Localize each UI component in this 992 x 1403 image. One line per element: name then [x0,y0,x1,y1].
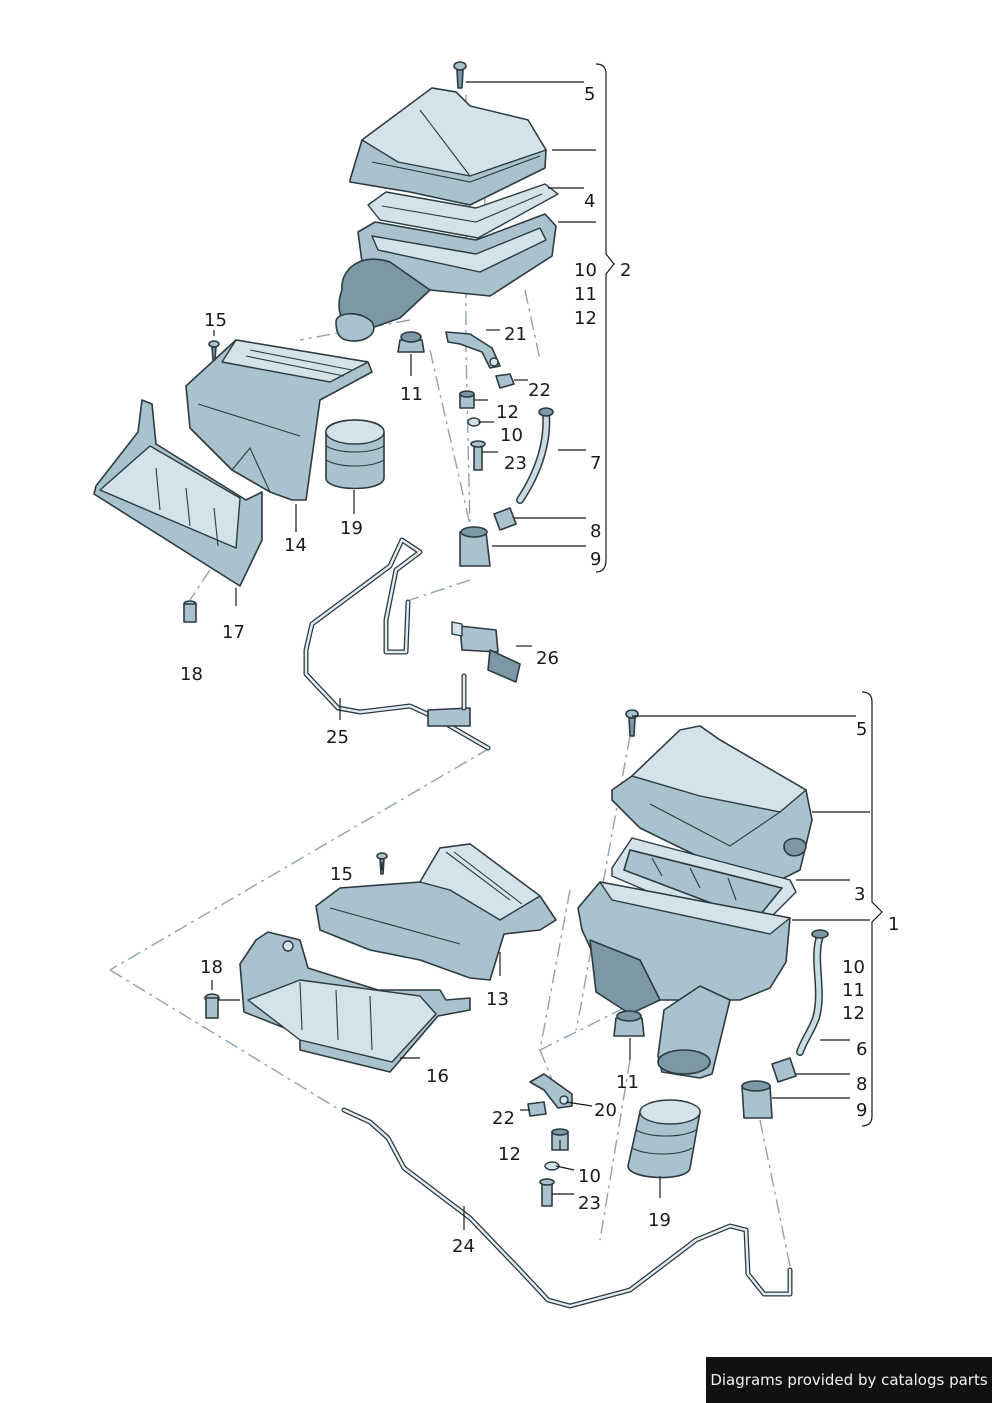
top-airbox-housing [335,213,557,342]
callout-10-bottom-washer: 10 [578,1166,601,1187]
top-fasteners [459,390,486,471]
top-deflector-17 [93,399,263,587]
top-screw-18 [183,600,197,623]
bottom-bracket-1 [861,691,883,1127]
callout-8-bottom: 8 [856,1074,867,1095]
callout-16: 16 [426,1066,449,1087]
bottom-nut-22 [527,1101,547,1117]
callout-11-top-grommet: 11 [400,384,423,405]
watermark-text: Diagrams provided by catalogs parts [710,1371,988,1389]
top-bracket-21 [445,331,501,369]
callout-9-bottom: 9 [856,1100,867,1121]
bottom-airbox-cover [611,725,813,881]
callout-10-top: 10 [574,260,597,281]
callout-12-bottom: 12 [842,1003,865,1024]
bottom-leader-lines [211,715,870,1230]
bottom-seal-9 [741,1080,773,1119]
top-duct-14 [185,339,373,501]
callout-18-top: 18 [180,664,203,685]
bottom-callouts: 5 3 1 15 13 18 16 10 11 12 6 11 8 9 22 2… [200,719,899,1257]
callout-3: 3 [854,884,865,905]
callout-5-top: 5 [584,84,595,105]
top-gasket-4 [367,183,559,239]
top-nut-22 [495,373,515,389]
callout-23-top: 23 [504,453,527,474]
bottom-grommet-11 [613,1010,645,1037]
callout-15-top: 15 [204,310,227,331]
callout-2: 2 [620,260,631,281]
callout-26: 26 [536,648,559,669]
callout-22-top: 22 [528,380,551,401]
bottom-fasteners [539,1128,569,1207]
callout-23-bottom: 23 [578,1193,601,1214]
callout-21: 21 [504,324,527,345]
callout-18-bottom: 18 [200,957,223,978]
bottom-clamp-8 [771,1057,797,1083]
top-seal-9 [459,526,491,567]
callout-17: 17 [222,622,245,643]
callout-7: 7 [590,453,601,474]
top-vent-line-25 [303,537,491,751]
callout-19-top: 19 [340,518,363,539]
bottom-sleeve-19 [627,1099,701,1179]
top-leader-lines [213,81,596,720]
top-grommet-11 [397,331,425,353]
top-callouts: 5 4 10 2 11 12 15 21 11 22 12 10 23 7 14… [180,84,631,748]
callout-11-bottom: 11 [842,980,865,1001]
bottom-airbox-housing [577,881,791,1079]
callout-20: 20 [594,1100,617,1121]
top-sleeve-19 [325,419,385,490]
top-hose-7 [516,407,554,504]
callout-22-bottom: 22 [492,1108,515,1129]
callout-8-top: 8 [590,521,601,542]
top-assembly [93,61,615,971]
callout-10-bottom: 10 [842,957,865,978]
top-bracket-2 [595,63,615,573]
callout-12-top: 12 [574,308,597,329]
bottom-screw-5 [625,709,639,737]
callout-24: 24 [452,1236,475,1257]
top-airbox-cover [349,87,547,206]
callout-10-top-washer: 10 [500,425,523,446]
callout-15-bottom: 15 [330,864,353,885]
bottom-screw-18 [204,993,220,1019]
callout-11-top: 11 [574,284,597,305]
callout-13: 13 [486,989,509,1010]
callout-4-top: 4 [584,191,595,212]
watermark-banner: Diagrams provided by catalogs parts [706,1357,992,1403]
callout-6: 6 [856,1039,867,1060]
callout-11-bottom-grommet: 11 [616,1072,639,1093]
top-clamp-8 [493,507,517,531]
bottom-duct-13 [315,843,557,981]
top-screw-5 [453,61,467,89]
top-valve-26 [451,621,521,683]
callout-19-bottom: 19 [648,1210,671,1231]
callout-5-bottom: 5 [856,719,867,740]
bottom-deflector-16 [239,931,471,1073]
callout-25: 25 [326,727,349,748]
bottom-hose-6 [796,929,829,1056]
callout-1: 1 [888,914,899,935]
callout-9-top: 9 [590,549,601,570]
callout-12-bottom-bushing: 12 [498,1144,521,1165]
bottom-assembly [109,691,883,1309]
top-screw-15 [208,340,220,361]
bottom-vent-line-24 [341,1107,793,1309]
callout-14: 14 [284,535,307,556]
callout-12-top-bushing: 12 [496,402,519,423]
